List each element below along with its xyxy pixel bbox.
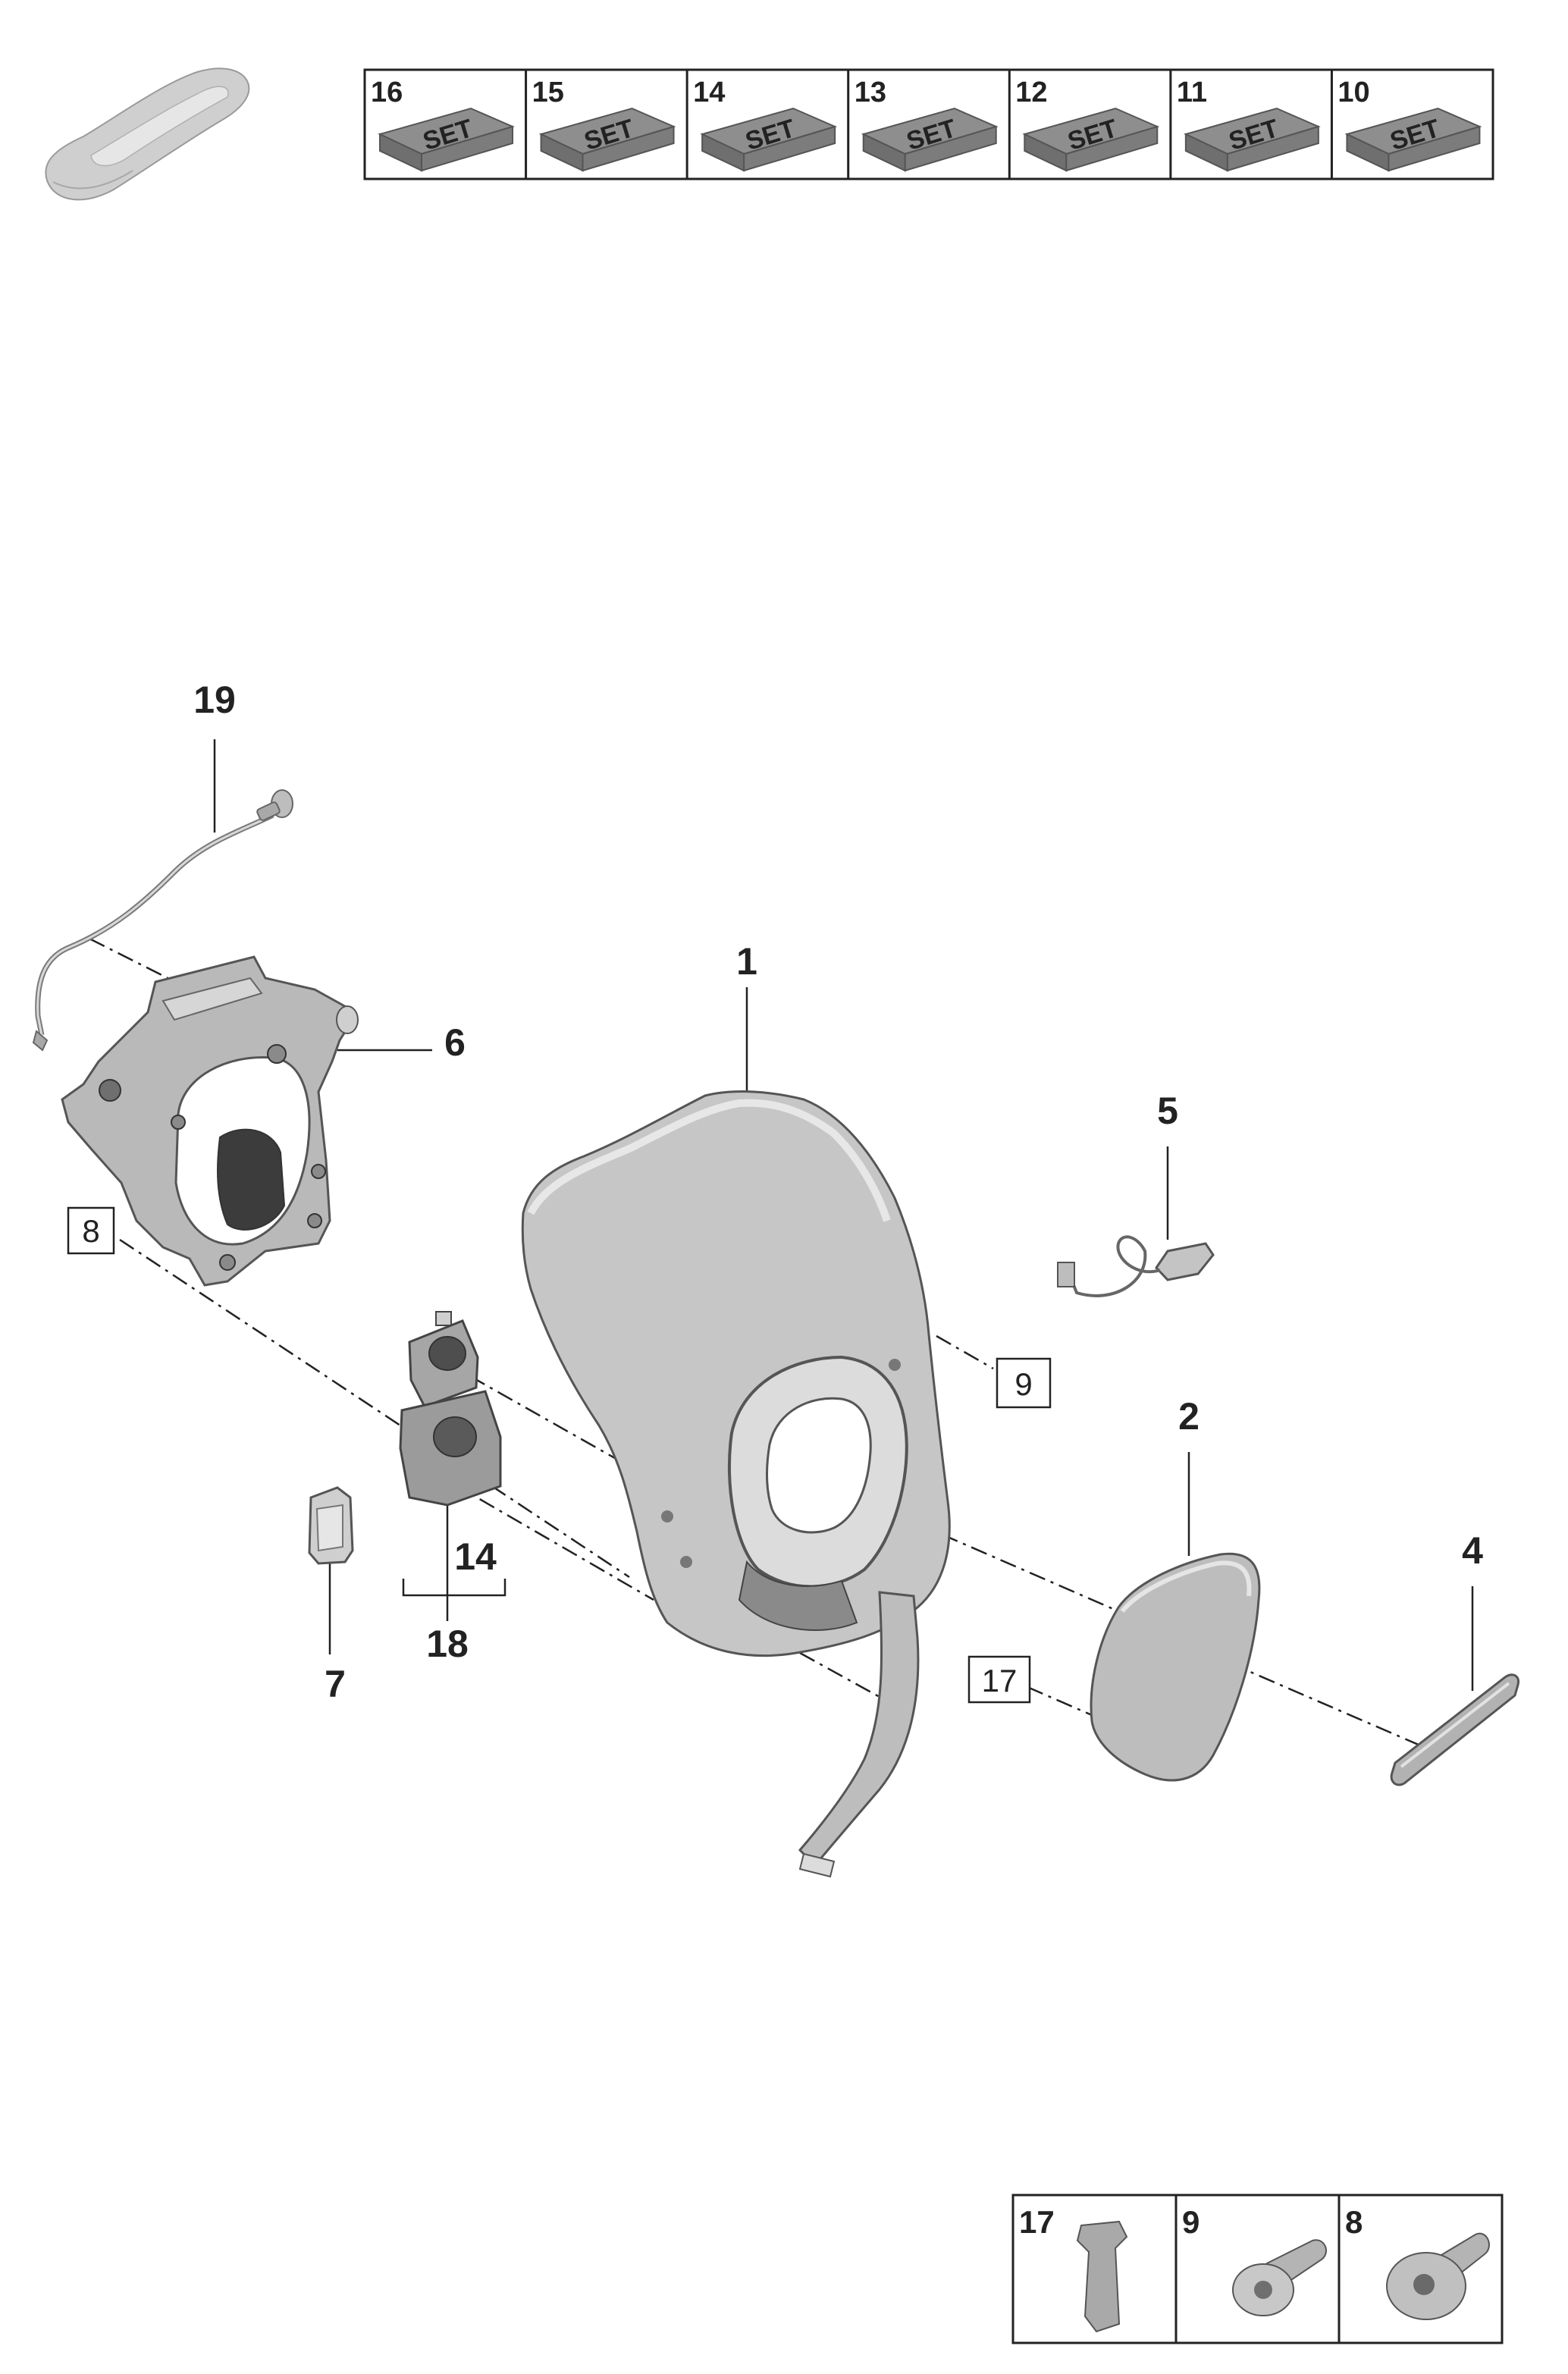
fastener-cell-number: 17 <box>1019 2204 1055 2240</box>
axis-9 <box>936 1334 994 1370</box>
set-cell-number: 11 <box>1177 77 1207 108</box>
label-17-box <box>967 1655 1031 1704</box>
bolt-socket-icon <box>1254 2281 1272 2299</box>
label-19: 19 <box>193 679 236 721</box>
fastener-cell: 9 <box>1174 2195 1327 2343</box>
set-cell-number: 14 <box>693 77 725 108</box>
axis-part-2 <box>795 1469 1119 1613</box>
label-8-box <box>67 1206 115 1255</box>
part-1-housing <box>521 1090 951 1657</box>
set-box-icon-front <box>421 125 513 172</box>
label-4: 4 <box>1462 1529 1483 1572</box>
set-box-icon-front <box>1226 125 1319 172</box>
label-6: 6 <box>444 1021 466 1064</box>
set-box-icon-front <box>1065 125 1159 172</box>
label-1: 1 <box>736 940 757 983</box>
bracket-14 <box>402 1579 506 1597</box>
set-cell-number: 10 <box>1338 77 1369 108</box>
set-cell-number: 15 <box>532 77 564 108</box>
label-9-box <box>996 1357 1052 1409</box>
label-9: 9 <box>1014 1366 1032 1402</box>
part-labels: 19 1 6 5 2 4 14 18 7 8 9 17 <box>67 679 1483 1705</box>
label-18: 18 <box>426 1623 469 1665</box>
car-model-icon <box>45 67 250 201</box>
set-box-icon-front <box>743 125 836 172</box>
label-17: 17 <box>982 1663 1018 1698</box>
part-5-sensor <box>1057 1235 1215 1297</box>
label-5: 5 <box>1157 1090 1178 1132</box>
label-8: 8 <box>82 1213 99 1249</box>
set-cell-number: 12 <box>1015 77 1047 108</box>
fastener-cell-number: 8 <box>1345 2204 1363 2240</box>
label-2: 2 <box>1178 1395 1200 1438</box>
fastener-cell-number: 9 <box>1182 2204 1200 2240</box>
part-1-duct <box>798 1591 920 1878</box>
part-6-bracket <box>61 955 359 1287</box>
axis-17 <box>1027 1686 1093 1717</box>
part-14-18-actuator <box>399 1311 502 1507</box>
part-19-cable <box>32 789 293 1052</box>
label-14: 14 <box>454 1535 497 1578</box>
set-cell-number: 13 <box>855 77 886 108</box>
axis-19-6 <box>89 937 217 1004</box>
set-cell-number: 16 <box>371 77 403 108</box>
fastener-cell: 17 <box>1019 2204 1128 2333</box>
fastener-cell: 8 <box>1338 2195 1490 2343</box>
axis-duct <box>799 1651 880 1698</box>
label-7: 7 <box>325 1663 346 1705</box>
flange-bolt-socket-icon <box>1413 2274 1435 2295</box>
part-7-connector <box>308 1486 354 1565</box>
axis-8 <box>119 1238 630 1579</box>
set-box-icon-front <box>904 125 997 172</box>
part-2-flap <box>1090 1552 1261 1782</box>
set-box-icon-front <box>1388 125 1481 172</box>
clip-nut-icon <box>1076 2220 1128 2333</box>
part-4-trim-strip <box>1390 1673 1520 1786</box>
set-box-icon-front <box>582 125 675 172</box>
